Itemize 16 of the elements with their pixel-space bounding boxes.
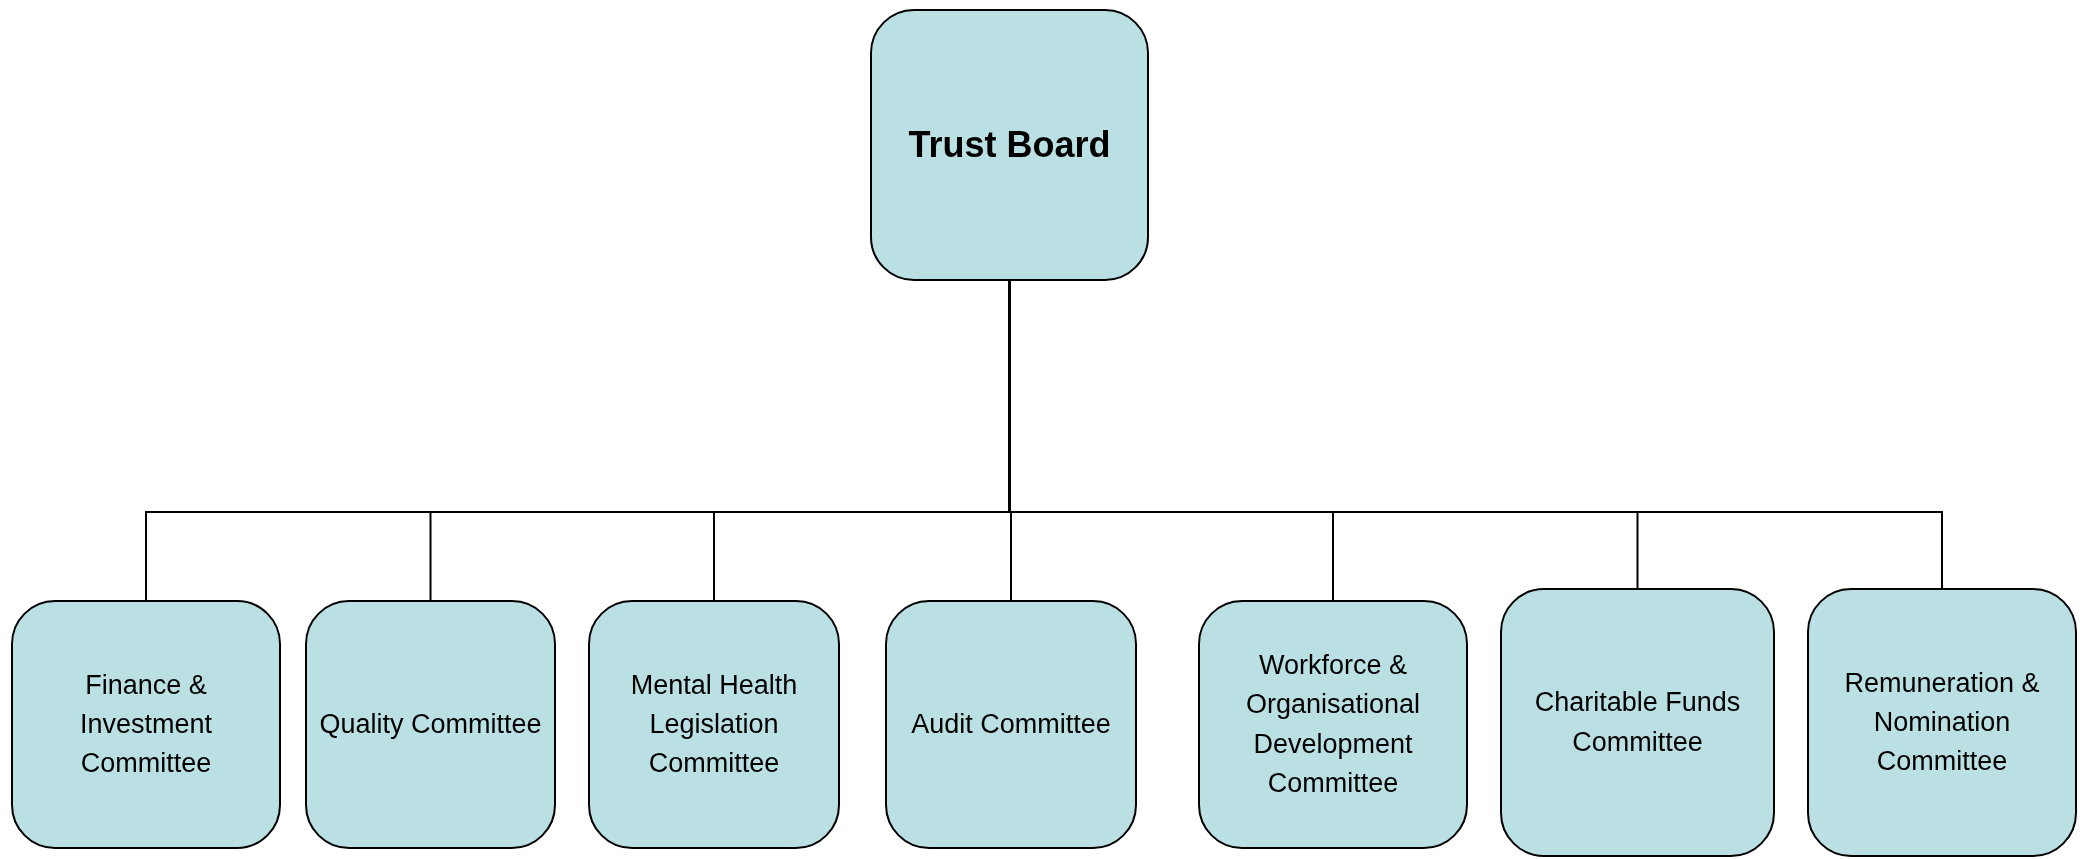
committee-box [1500, 588, 1775, 857]
committee-box [305, 600, 556, 849]
committee-name: Workforce & Organisational Development Committee [1244, 649, 1422, 800]
board-box [870, 9, 1149, 281]
committee-name: Mental Health Legislation Committee [629, 668, 799, 781]
committee-name: Audit Committee [911, 707, 1111, 741]
committee-box [885, 600, 1137, 849]
committee-box [1807, 588, 2077, 857]
committee-box [588, 600, 840, 849]
committee-box [11, 600, 281, 849]
committee-box [1198, 600, 1468, 849]
committee-name: Finance & Investment Committee [78, 668, 214, 781]
committee-name: Charitable Funds Committee [1533, 686, 1742, 759]
committee-name: Remuneration & Nomination Committee [1843, 666, 2041, 779]
committee-name: Quality Committee [319, 707, 542, 741]
board-title: Trust Board [908, 122, 1111, 167]
